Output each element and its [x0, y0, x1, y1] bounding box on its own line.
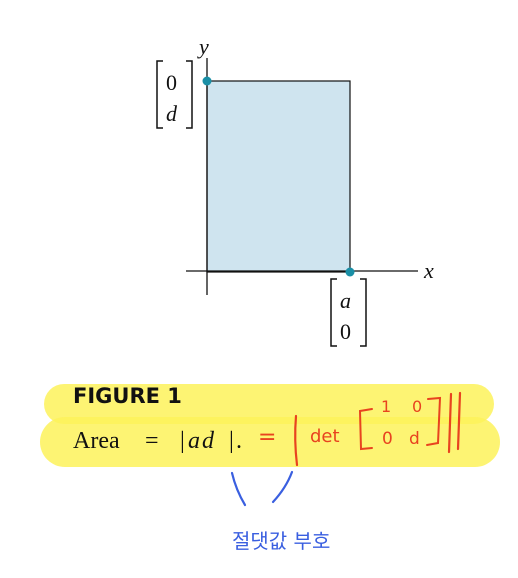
y-axis-label: y — [197, 34, 209, 59]
blue-handwriting: 절댓값 부호 — [230, 470, 330, 553]
area-rectangle — [206, 80, 351, 273]
vector-entry-bottom: d — [166, 101, 178, 126]
highlight-band-1 — [44, 384, 494, 424]
blue-pointer-right — [271, 470, 294, 504]
abs-stroke-right-2 — [456, 391, 462, 451]
area-word: Area — [73, 428, 120, 454]
area-formula: Area = | ad | . — [73, 428, 242, 454]
abs-bar-left: | — [180, 428, 185, 454]
bracket-right — [186, 60, 193, 129]
bracket-left — [330, 278, 337, 347]
matrix-r2c2: d — [409, 429, 420, 449]
figure-label: FIGURE 1 — [73, 384, 182, 408]
abs-bar-right: | — [229, 428, 234, 454]
red-handwriting: = det 1 0 0 d — [258, 391, 462, 467]
vector-0-d: 0 d — [156, 60, 193, 129]
matrix-r2c1: 0 — [382, 429, 393, 449]
vector-entry-top: a — [340, 288, 351, 313]
matrix-r1c2: 0 — [412, 397, 422, 416]
vector-entry-bottom: 0 — [340, 319, 351, 344]
abs-stroke-left — [294, 414, 299, 467]
matrix-bracket-right — [426, 396, 442, 446]
highlight-band-2 — [40, 417, 500, 467]
blue-note: 절댓값 부호 — [232, 529, 330, 553]
red-equals: = — [258, 425, 276, 450]
x-axis-label: x — [423, 258, 434, 283]
point-top — [202, 76, 212, 86]
point-right — [345, 267, 355, 277]
vector-a-0: a 0 — [330, 278, 367, 347]
matrix-r1c1: 1 — [381, 397, 391, 416]
period: . — [236, 428, 242, 454]
bracket-right — [360, 278, 367, 347]
equals-sign: = — [145, 428, 159, 454]
blue-pointer-left — [230, 471, 247, 507]
vector-entry-top: 0 — [166, 70, 177, 95]
highlighter-marks — [40, 384, 500, 467]
abs-expression: ad — [188, 428, 216, 454]
bracket-left — [156, 60, 163, 129]
abs-stroke-right-1 — [447, 392, 453, 454]
det-text: det — [310, 426, 340, 447]
matrix-bracket-left — [358, 408, 373, 451]
